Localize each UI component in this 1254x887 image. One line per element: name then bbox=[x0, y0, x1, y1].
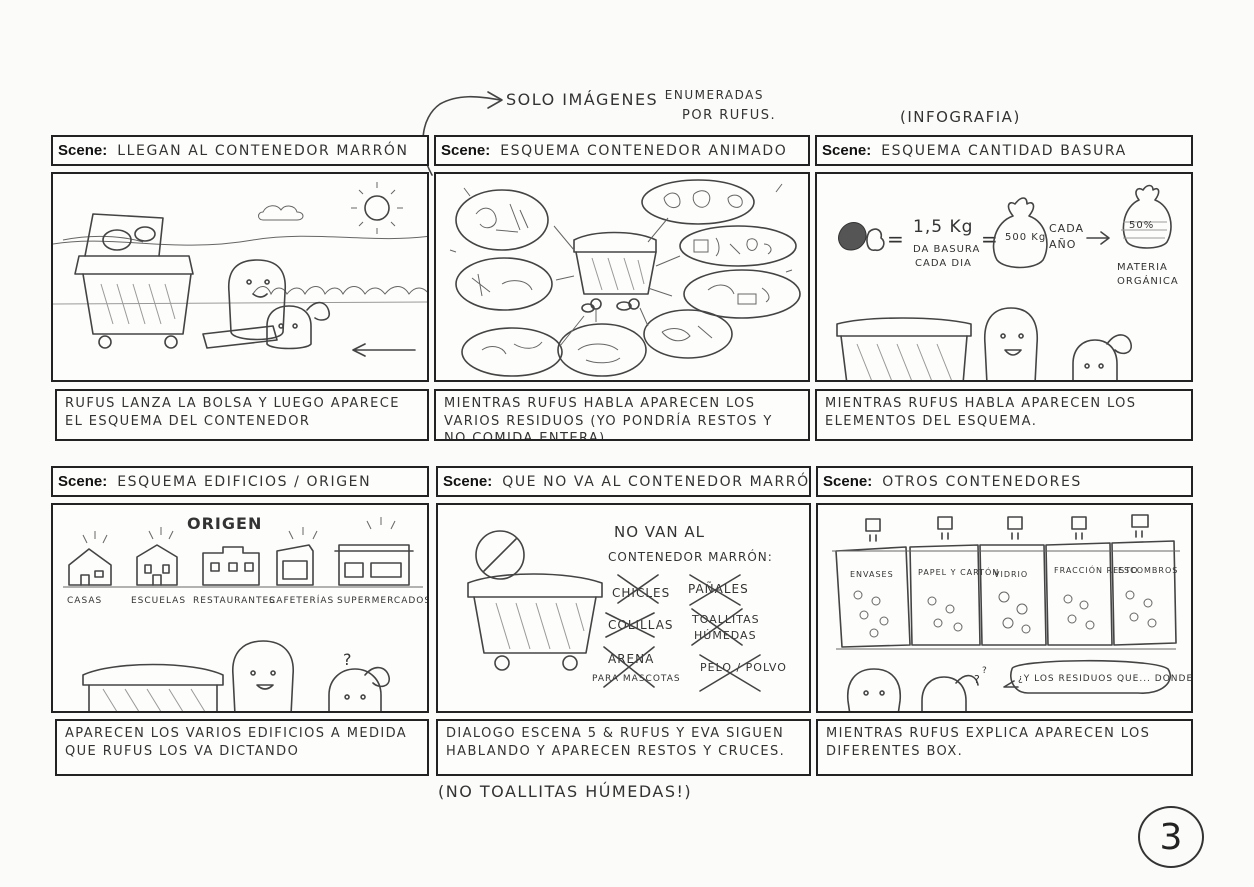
scene-3-frame: = 1,5 Kg DA BASURA CADA DIA = 500 Kg CAD… bbox=[815, 172, 1193, 382]
no-van-item-6: PARA MASCOTAS bbox=[592, 674, 681, 684]
infographic-amount: 1,5 Kg bbox=[913, 217, 973, 237]
scene-6-title: OTROS CONTENEDORES bbox=[882, 473, 1082, 490]
scene-5-title-box: Scene: QUE NO VA AL CONTENEDOR MARRÓN bbox=[436, 466, 811, 497]
bins-speech: ¿Y LOS RESIDUOS QUE... DONDE VAN? bbox=[1018, 674, 1193, 684]
bin-label-2: VIDRIO bbox=[994, 570, 1028, 579]
scene-4-caption: APARECEN LOS VARIOS EDIFICIOS A MEDIDA Q… bbox=[55, 719, 429, 776]
top-note: SOLO IMÁGENES ENUMERADAS bbox=[506, 89, 764, 109]
building-label-3: CAFETERÍAS bbox=[269, 594, 334, 606]
no-van-heading1: NO VAN AL bbox=[614, 523, 705, 541]
top-note-line1: SOLO IMÁGENES bbox=[506, 90, 659, 109]
infographic-per-year1: CADA bbox=[1049, 222, 1084, 235]
scene-5-frame: NO VAN AL CONTENEDOR MARRÓN: CHICLES PAÑ… bbox=[436, 503, 811, 713]
bin-label-3: FRACCIÓN RESTO bbox=[1054, 564, 1138, 575]
building-label-1: ESCUELAS bbox=[131, 596, 186, 606]
bin-label-1: PAPEL Y CARTÓN bbox=[918, 566, 999, 577]
scene-1-title: LLEGAN AL CONTENEDOR MARRÓN bbox=[117, 142, 409, 159]
infographic-per-year2: AÑO bbox=[1049, 238, 1076, 251]
top-note-word2: ENUMERADAS bbox=[664, 88, 764, 102]
top-note-line2: POR RUFUS. bbox=[682, 108, 777, 123]
scene-2-title-box: Scene: ESQUEMA CONTENEDOR ANIMADO bbox=[434, 135, 810, 166]
buildings-header: ORIGEN bbox=[187, 514, 262, 533]
scene-1-title-box: Scene: LLEGAN AL CONTENEDOR MARRÓN bbox=[51, 135, 429, 166]
no-van-item-7: PELO / POLVO bbox=[700, 661, 787, 674]
no-van-item-5: ARENA bbox=[608, 652, 654, 666]
svg-text:?: ? bbox=[982, 666, 988, 676]
scene-3-caption: MIENTRAS RUFUS HABLA APARECEN LOS ELEMEN… bbox=[815, 389, 1193, 441]
scene-4-title: ESQUEMA EDIFICIOS / ORIGEN bbox=[117, 473, 372, 490]
no-van-heading2: CONTENEDOR MARRÓN: bbox=[608, 549, 773, 564]
scene-label: Scene: bbox=[58, 142, 108, 159]
infographic-amount-sub2: CADA DIA bbox=[915, 258, 972, 269]
scene-1-caption: RUFUS LANZA LA BOLSA Y LUEGO APARECE EL … bbox=[55, 389, 429, 441]
scene-3-title: ESQUEMA CANTIDAD BASURA bbox=[881, 142, 1127, 159]
scene-5-title: QUE NO VA AL CONTENEDOR MARRÓN bbox=[502, 473, 811, 490]
bottom-note: (NO TOALLITAS HÚMEDAS!) bbox=[438, 782, 693, 801]
scene-2-title: ESQUEMA CONTENEDOR ANIMADO bbox=[500, 142, 788, 159]
scene-2-caption: MIENTRAS RUFUS HABLA APARECEN LOS VARIOS… bbox=[434, 389, 810, 441]
svg-text:?: ? bbox=[343, 650, 353, 669]
infographic-organic2: ORGÁNICA bbox=[1117, 274, 1179, 287]
building-label-4: SUPERMERCADOS bbox=[337, 596, 429, 606]
scene-label: Scene: bbox=[822, 142, 872, 159]
no-van-item-0: CHICLES bbox=[612, 586, 670, 600]
building-label-2: RESTAURANTES bbox=[193, 596, 276, 606]
infographic-organic1: MATERIA bbox=[1117, 262, 1168, 273]
scene-6-caption: MIENTRAS RUFUS EXPLICA APARECEN LOS DIFE… bbox=[816, 719, 1193, 776]
svg-text:=: = bbox=[887, 227, 905, 251]
bin-label-0: ENVASES bbox=[850, 570, 894, 579]
scene-2-frame bbox=[434, 172, 810, 382]
scene-5-caption: DIALOGO ESCENA 5 & RUFUS Y EVA SIGUEN HA… bbox=[436, 719, 811, 776]
page-number: 3 bbox=[1138, 806, 1204, 868]
infographic-bag-value: 500 Kg bbox=[1005, 232, 1046, 243]
scene-label: Scene: bbox=[58, 473, 108, 490]
scene-label: Scene: bbox=[441, 142, 491, 159]
bin-label-4: ESCOMBROS bbox=[1118, 566, 1178, 575]
scene-6-title-box: Scene: OTROS CONTENEDORES bbox=[816, 466, 1193, 497]
infografia-note: (INFOGRAFIA) bbox=[900, 108, 1021, 126]
infographic-percent: 50% bbox=[1129, 220, 1154, 231]
building-label-0: CASAS bbox=[67, 596, 102, 606]
svg-text:?: ? bbox=[974, 673, 981, 686]
infographic-amount-sub1: DA BASURA bbox=[913, 244, 980, 255]
scene-6-frame: ENVASES PAPEL Y CARTÓN VIDRIO FRACCIÓN R… bbox=[816, 503, 1193, 713]
no-van-item-3: TOALLITAS bbox=[691, 613, 760, 626]
scene-label: Scene: bbox=[823, 473, 873, 490]
no-van-item-4: HÚMEDAS bbox=[694, 629, 757, 642]
scene-label: Scene: bbox=[443, 473, 493, 490]
scene-4-frame: ORIGEN CASAS ESCUELAS RESTAURANTES CAFET… bbox=[51, 503, 429, 713]
scene-4-title-box: Scene: ESQUEMA EDIFICIOS / ORIGEN bbox=[51, 466, 429, 497]
scene-3-title-box: Scene: ESQUEMA CANTIDAD BASURA bbox=[815, 135, 1193, 166]
scene-1-frame bbox=[51, 172, 429, 382]
